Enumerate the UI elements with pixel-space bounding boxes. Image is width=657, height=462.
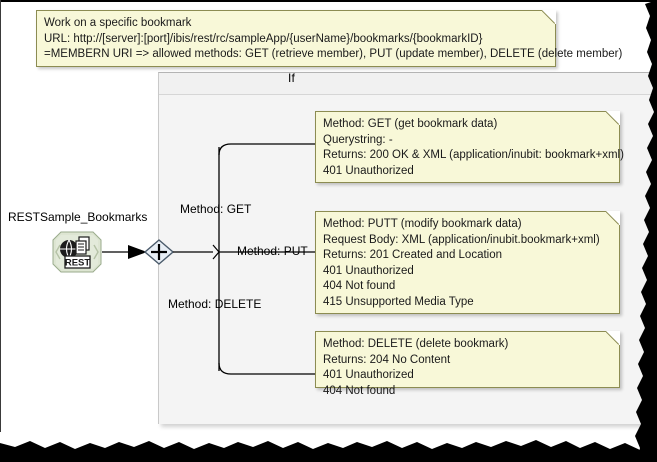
note-fold-icon [606,331,620,345]
note-put-line-1: Method: PUTT (modify bookmark data) [323,218,522,230]
note-put-line-5: 404 Not found [323,280,396,292]
edge-label-delete: Method: DELETE [168,297,262,311]
note-get-line-3: Returns: 200 OK & XML (application/inubi… [323,149,624,161]
edge-label-get: Method: GET [180,202,252,216]
note-header-line-1: Work on a specific bookmark [44,17,192,29]
note-fold-icon [606,111,620,125]
note-get-line-2: Querystring: - [323,133,393,146]
if-container-title: If [288,71,296,85]
note-put-line-2: Request Body: XML (application/inubit.bo… [323,233,600,246]
torn-edge-right [631,0,657,462]
note-get-line-4: 401 Unauthorized [323,164,414,177]
note-put-line-6: 415 Unsupported Media Type [323,295,474,308]
torn-edge-bottom [0,432,657,462]
note-fold-icon [606,211,620,225]
note-put-line-4: 401 Unauthorized [323,264,414,277]
note-delete-line-2: Returns: 204 No Content [323,353,451,366]
torn-edge-top [0,0,657,2]
edge-label-put: Method: PUT [237,244,308,258]
if-container-header [159,73,657,95]
note-delete: Method: DELETE (delete bookmark) Returns… [315,331,620,397]
note-delete-line-3: 401 Unauthorized [323,369,414,381]
torn-edge-left [0,0,1,432]
note-get-line-1: Method: GET (get bookmark data) [323,118,498,130]
note-put: Method: PUTT (modify bookmark data) Requ… [315,211,620,314]
note-get: Method: GET (get bookmark data) Querystr… [315,111,624,183]
note-header-line-2: URL: http://[server]:[port]/ibis/rest/rc… [44,32,483,45]
note-put-line-3: Returns: 201 Created and Location [323,249,503,261]
rest-badge-text: REST [65,257,91,268]
note-delete-line-4: 404 Not found [323,384,396,397]
note-header: Work on a specific bookmark URL: http://… [36,10,623,67]
note-fold-icon [542,10,556,24]
rest-connector-icon[interactable]: REST [52,231,102,273]
module-label: RESTSample_Bookmarks [8,210,148,224]
note-header-line-3: =MEMBERN URI => allowed methods: GET (re… [44,48,623,60]
note-delete-line-1: Method: DELETE (delete bookmark) [323,338,509,350]
